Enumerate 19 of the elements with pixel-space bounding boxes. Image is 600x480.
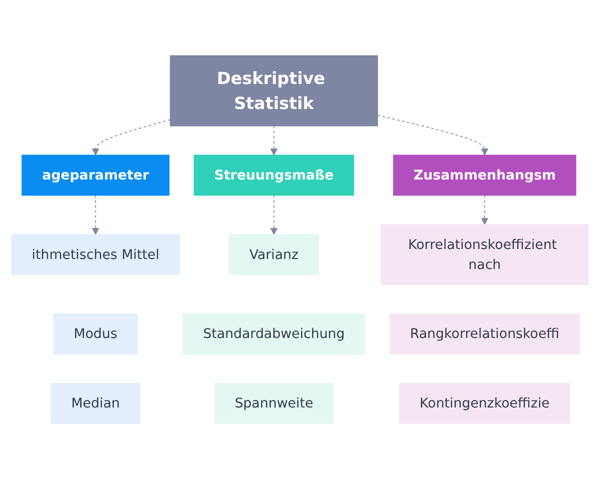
node-box: Streuungsmaße (194, 155, 354, 196)
arrow (377, 115, 488, 156)
node-box: Korrelationskoeffizient nach (380, 224, 589, 286)
node-box: Varianz (228, 234, 320, 276)
node-box: ageparameter (22, 155, 170, 196)
arrow (270, 126, 278, 156)
arrow (480, 195, 488, 226)
arrow (92, 195, 100, 236)
node-box: ithmetisches Mittel (11, 234, 180, 276)
arrow (270, 195, 278, 236)
arrow (92, 120, 171, 156)
node-box: Median (50, 383, 140, 424)
node-box: Spannweite (214, 383, 334, 424)
node-box: Deskriptive Statistik (170, 56, 378, 127)
node-box: Standardabweichung (182, 314, 366, 355)
node-box: Zusammenhangsm (393, 155, 576, 196)
node-box: Kontingenzkoeffizie (399, 383, 570, 424)
node-box: Modus (53, 314, 138, 355)
node-box: Rangkorrelationskoeffi (389, 314, 580, 355)
